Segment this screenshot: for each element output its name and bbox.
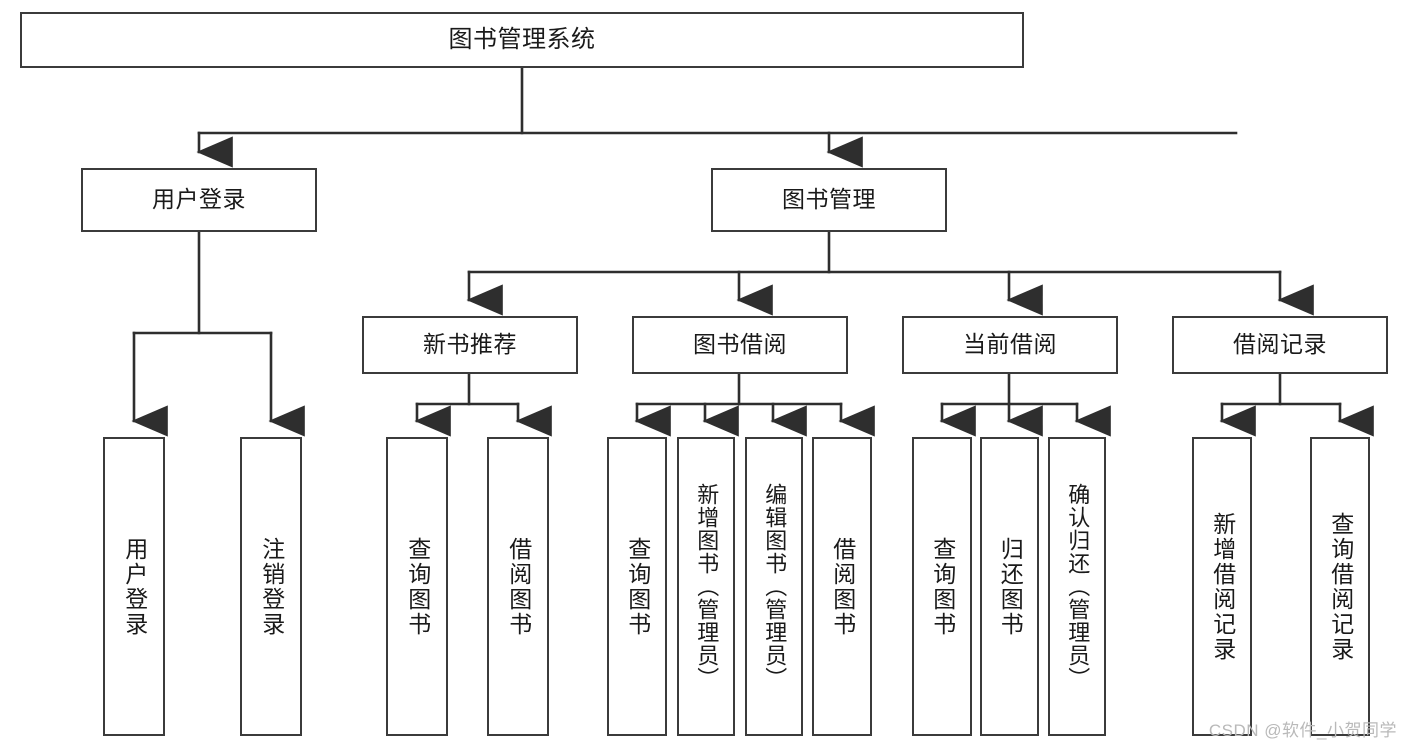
- node-current-borrow-label: 当前借阅: [963, 331, 1057, 358]
- node-root[interactable]: 图书管理系统: [20, 12, 1024, 68]
- node-leaf-return-book-label: 归还图书: [997, 536, 1024, 637]
- node-borrow-record-label: 借阅记录: [1233, 331, 1327, 358]
- node-book-manage[interactable]: 图书管理: [711, 168, 947, 232]
- node-leaf-add-book-label: 新增图书（管理员）: [694, 483, 720, 690]
- node-root-label: 图书管理系统: [448, 25, 596, 53]
- node-new-book-recommend-label: 新书推荐: [423, 331, 517, 358]
- watermark: CSDN @软件_小贺同学: [1208, 721, 1397, 740]
- node-current-borrow[interactable]: 当前借阅: [902, 316, 1118, 374]
- node-leaf-add-book[interactable]: 新增图书（管理员）: [677, 437, 735, 736]
- node-leaf-user-login-label: 用户登录: [121, 536, 148, 637]
- node-leaf-query-book-2[interactable]: 查询图书: [607, 437, 667, 736]
- node-leaf-logout[interactable]: 注销登录: [240, 437, 302, 736]
- node-book-borrow[interactable]: 图书借阅: [632, 316, 848, 374]
- node-borrow-record[interactable]: 借阅记录: [1172, 316, 1388, 374]
- node-leaf-query-book-3-label: 查询图书: [929, 536, 956, 637]
- node-leaf-add-record[interactable]: 新增借阅记录: [1192, 437, 1252, 736]
- node-book-manage-label: 图书管理: [782, 186, 876, 213]
- node-leaf-borrow-book-1-label: 借阅图书: [505, 536, 532, 637]
- node-leaf-query-book-2-label: 查询图书: [624, 536, 651, 637]
- node-leaf-query-book-1[interactable]: 查询图书: [386, 437, 448, 736]
- node-leaf-edit-book[interactable]: 编辑图书（管理员）: [745, 437, 803, 736]
- node-leaf-return-book[interactable]: 归还图书: [980, 437, 1039, 736]
- node-leaf-query-record[interactable]: 查询借阅记录: [1310, 437, 1370, 736]
- node-leaf-logout-label: 注销登录: [258, 536, 285, 637]
- node-leaf-user-login[interactable]: 用户登录: [103, 437, 165, 736]
- node-leaf-add-record-label: 新增借阅记录: [1209, 511, 1236, 662]
- node-leaf-query-book-1-label: 查询图书: [404, 536, 431, 637]
- node-new-book-recommend[interactable]: 新书推荐: [362, 316, 578, 374]
- node-leaf-confirm-return-label: 确认归还（管理员）: [1065, 483, 1091, 690]
- node-user-login[interactable]: 用户登录: [81, 168, 317, 232]
- node-leaf-borrow-book-1[interactable]: 借阅图书: [487, 437, 549, 736]
- node-leaf-query-book-3[interactable]: 查询图书: [912, 437, 972, 736]
- node-leaf-edit-book-label: 编辑图书（管理员）: [762, 483, 788, 690]
- node-book-borrow-label: 图书借阅: [693, 331, 787, 358]
- node-leaf-query-record-label: 查询借阅记录: [1327, 511, 1354, 662]
- node-leaf-borrow-book-2-label: 借阅图书: [829, 536, 856, 637]
- node-leaf-confirm-return[interactable]: 确认归还（管理员）: [1048, 437, 1106, 736]
- node-user-login-label: 用户登录: [152, 186, 246, 213]
- node-leaf-borrow-book-2[interactable]: 借阅图书: [812, 437, 872, 736]
